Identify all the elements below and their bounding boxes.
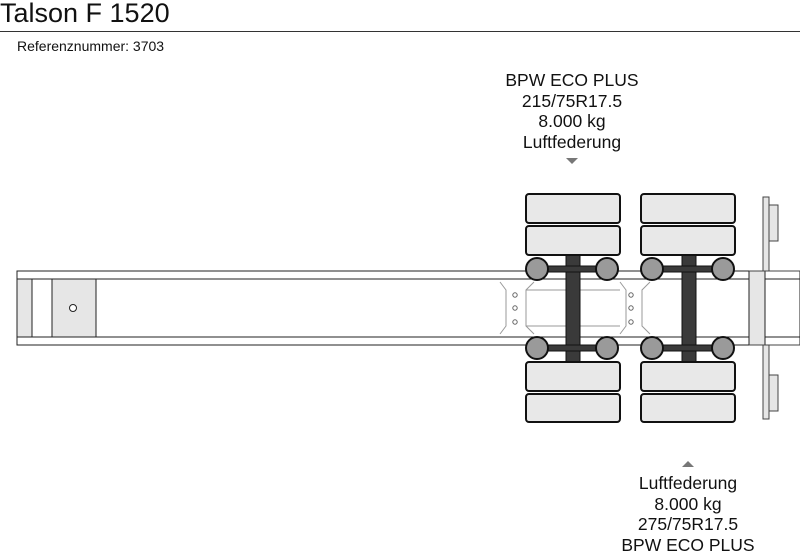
rear-light-bottom [769, 375, 778, 411]
wheel [641, 194, 735, 223]
airbag [641, 337, 663, 359]
rear-axle-label: Luftfederung 8.000 kg 275/75R17.5 BPW EC… [588, 473, 788, 555]
wheel-set-bottom [641, 362, 735, 422]
suspension-type: Luftfederung [472, 132, 672, 153]
tire-size: 275/75R17.5 [588, 514, 788, 535]
airbag [596, 337, 618, 359]
wheel [641, 362, 735, 391]
axle-load: 8.000 kg [588, 494, 788, 515]
wheel [526, 362, 620, 391]
tire-size: 215/75R17.5 [472, 91, 672, 112]
airbag [712, 258, 734, 280]
wheel-set-bottom [526, 362, 620, 422]
bottom-pointer-icon [682, 461, 694, 467]
wheel [526, 394, 620, 422]
airbag [712, 337, 734, 359]
kingpin [70, 305, 77, 312]
airbag [641, 258, 663, 280]
top-pointer-icon [566, 158, 578, 164]
wheel [526, 194, 620, 223]
airbag [526, 337, 548, 359]
axle-load: 8.000 kg [472, 111, 672, 132]
airbag [526, 258, 548, 280]
front-axle-label: BPW ECO PLUS 215/75R17.5 8.000 kg Luftfe… [472, 70, 672, 152]
front-crossmember [17, 279, 32, 337]
rear-light-post-top [763, 197, 769, 271]
wheel-set-top [641, 194, 735, 255]
airbag [596, 258, 618, 280]
rear-light-top [769, 205, 778, 241]
wheel [526, 226, 620, 255]
axle-brand: BPW ECO PLUS [472, 70, 672, 91]
rear-light-post-bottom [763, 345, 769, 419]
wheel [641, 394, 735, 422]
wheel-set-top [526, 194, 620, 255]
suspension-type: Luftfederung [588, 473, 788, 494]
rear-bumper-block [749, 271, 765, 345]
wheel [641, 226, 735, 255]
